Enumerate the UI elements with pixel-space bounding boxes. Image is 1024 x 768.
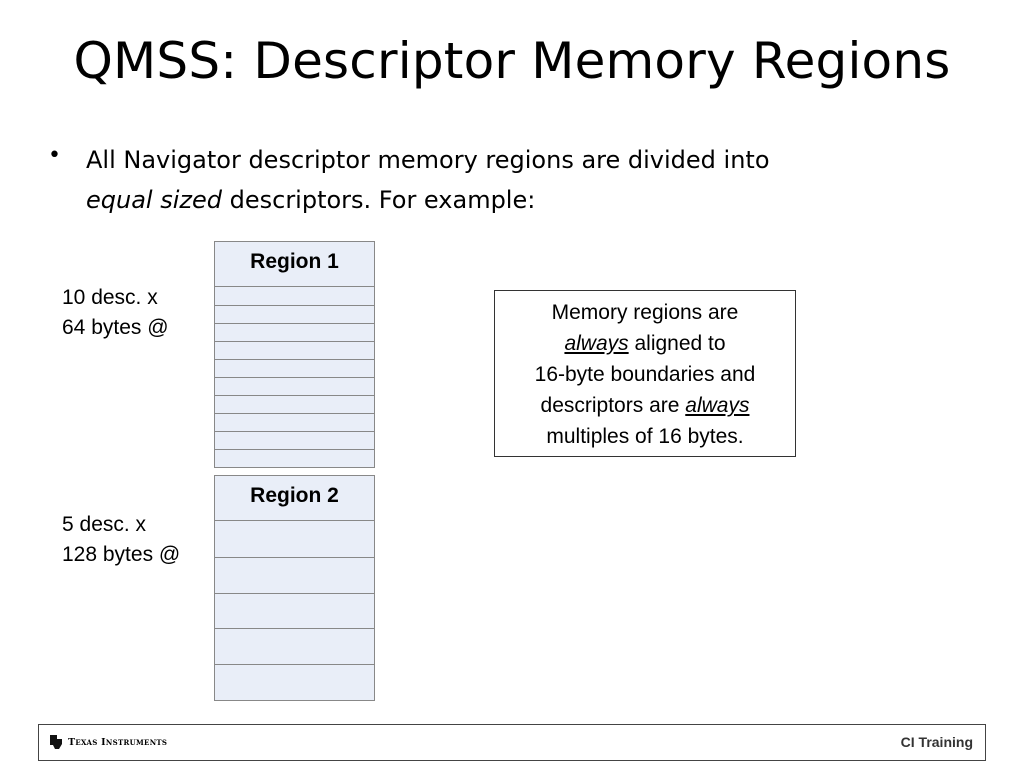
slide-title: QMSS: Descriptor Memory Regions <box>73 32 951 90</box>
bullet-italic-phrase: equal sized <box>86 186 222 214</box>
descriptor-slot <box>215 556 374 593</box>
footer-course-label: CI Training <box>900 734 973 750</box>
region-2-label-line2: 128 bytes @ <box>62 543 181 566</box>
bullet-marker: • <box>48 143 61 168</box>
slide-footer: Texas Instruments CI Training <box>38 724 986 761</box>
note-line5: multiples of 16 bytes. <box>546 425 744 448</box>
region-2-descriptors <box>215 521 374 700</box>
note-always-1: always <box>564 332 629 355</box>
region-1-header: Region 1 <box>215 242 374 287</box>
descriptor-slot <box>215 377 374 395</box>
note-line4-pre: descriptors are <box>540 394 686 417</box>
bullet-line2: descriptors. For example: <box>221 186 536 214</box>
descriptor-slot <box>215 413 374 431</box>
note-line2: always aligned to <box>495 328 795 359</box>
descriptor-slot <box>215 664 374 700</box>
bullet-line1: All Navigator descriptor memory regions … <box>86 146 770 174</box>
region-1-block: Region 1 <box>214 241 375 468</box>
descriptor-slot <box>215 449 374 467</box>
note-line1: Memory regions are <box>551 301 739 324</box>
descriptor-slot <box>215 287 374 305</box>
descriptor-slot <box>215 431 374 449</box>
region-1-label-line2: 64 bytes @ <box>62 316 169 339</box>
note-line2-rest: aligned to <box>628 332 726 355</box>
descriptor-slot <box>215 323 374 341</box>
region-1-label-line1: 10 desc. x <box>62 286 158 309</box>
descriptor-slot <box>215 521 374 557</box>
ti-logo-text: Texas Instruments <box>68 736 168 748</box>
region-2-label-line1: 5 desc. x <box>62 513 147 536</box>
note-line3: 16-byte boundaries and <box>534 363 756 386</box>
region-2-block: Region 2 <box>214 475 375 701</box>
region-1-descriptors <box>215 287 374 467</box>
bullet-text: All Navigator descriptor memory regions … <box>86 140 906 220</box>
region-1-size-label: 10 desc. x 64 bytes @ <box>62 283 169 343</box>
note-line4: descriptors are always <box>495 390 795 421</box>
descriptor-slot <box>215 628 374 664</box>
region-2-size-label: 5 desc. x 128 bytes @ <box>62 510 180 570</box>
alignment-note: Memory regions are always aligned to 16-… <box>494 290 796 457</box>
note-always-2: always <box>685 394 750 417</box>
descriptor-slot <box>215 341 374 359</box>
ti-state-icon <box>50 735 62 749</box>
descriptor-slot <box>215 305 374 323</box>
region-2-header: Region 2 <box>215 476 374 521</box>
descriptor-slot <box>215 395 374 413</box>
descriptor-slot <box>215 359 374 377</box>
ti-logo: Texas Instruments <box>49 734 167 750</box>
descriptor-slot <box>215 592 374 629</box>
